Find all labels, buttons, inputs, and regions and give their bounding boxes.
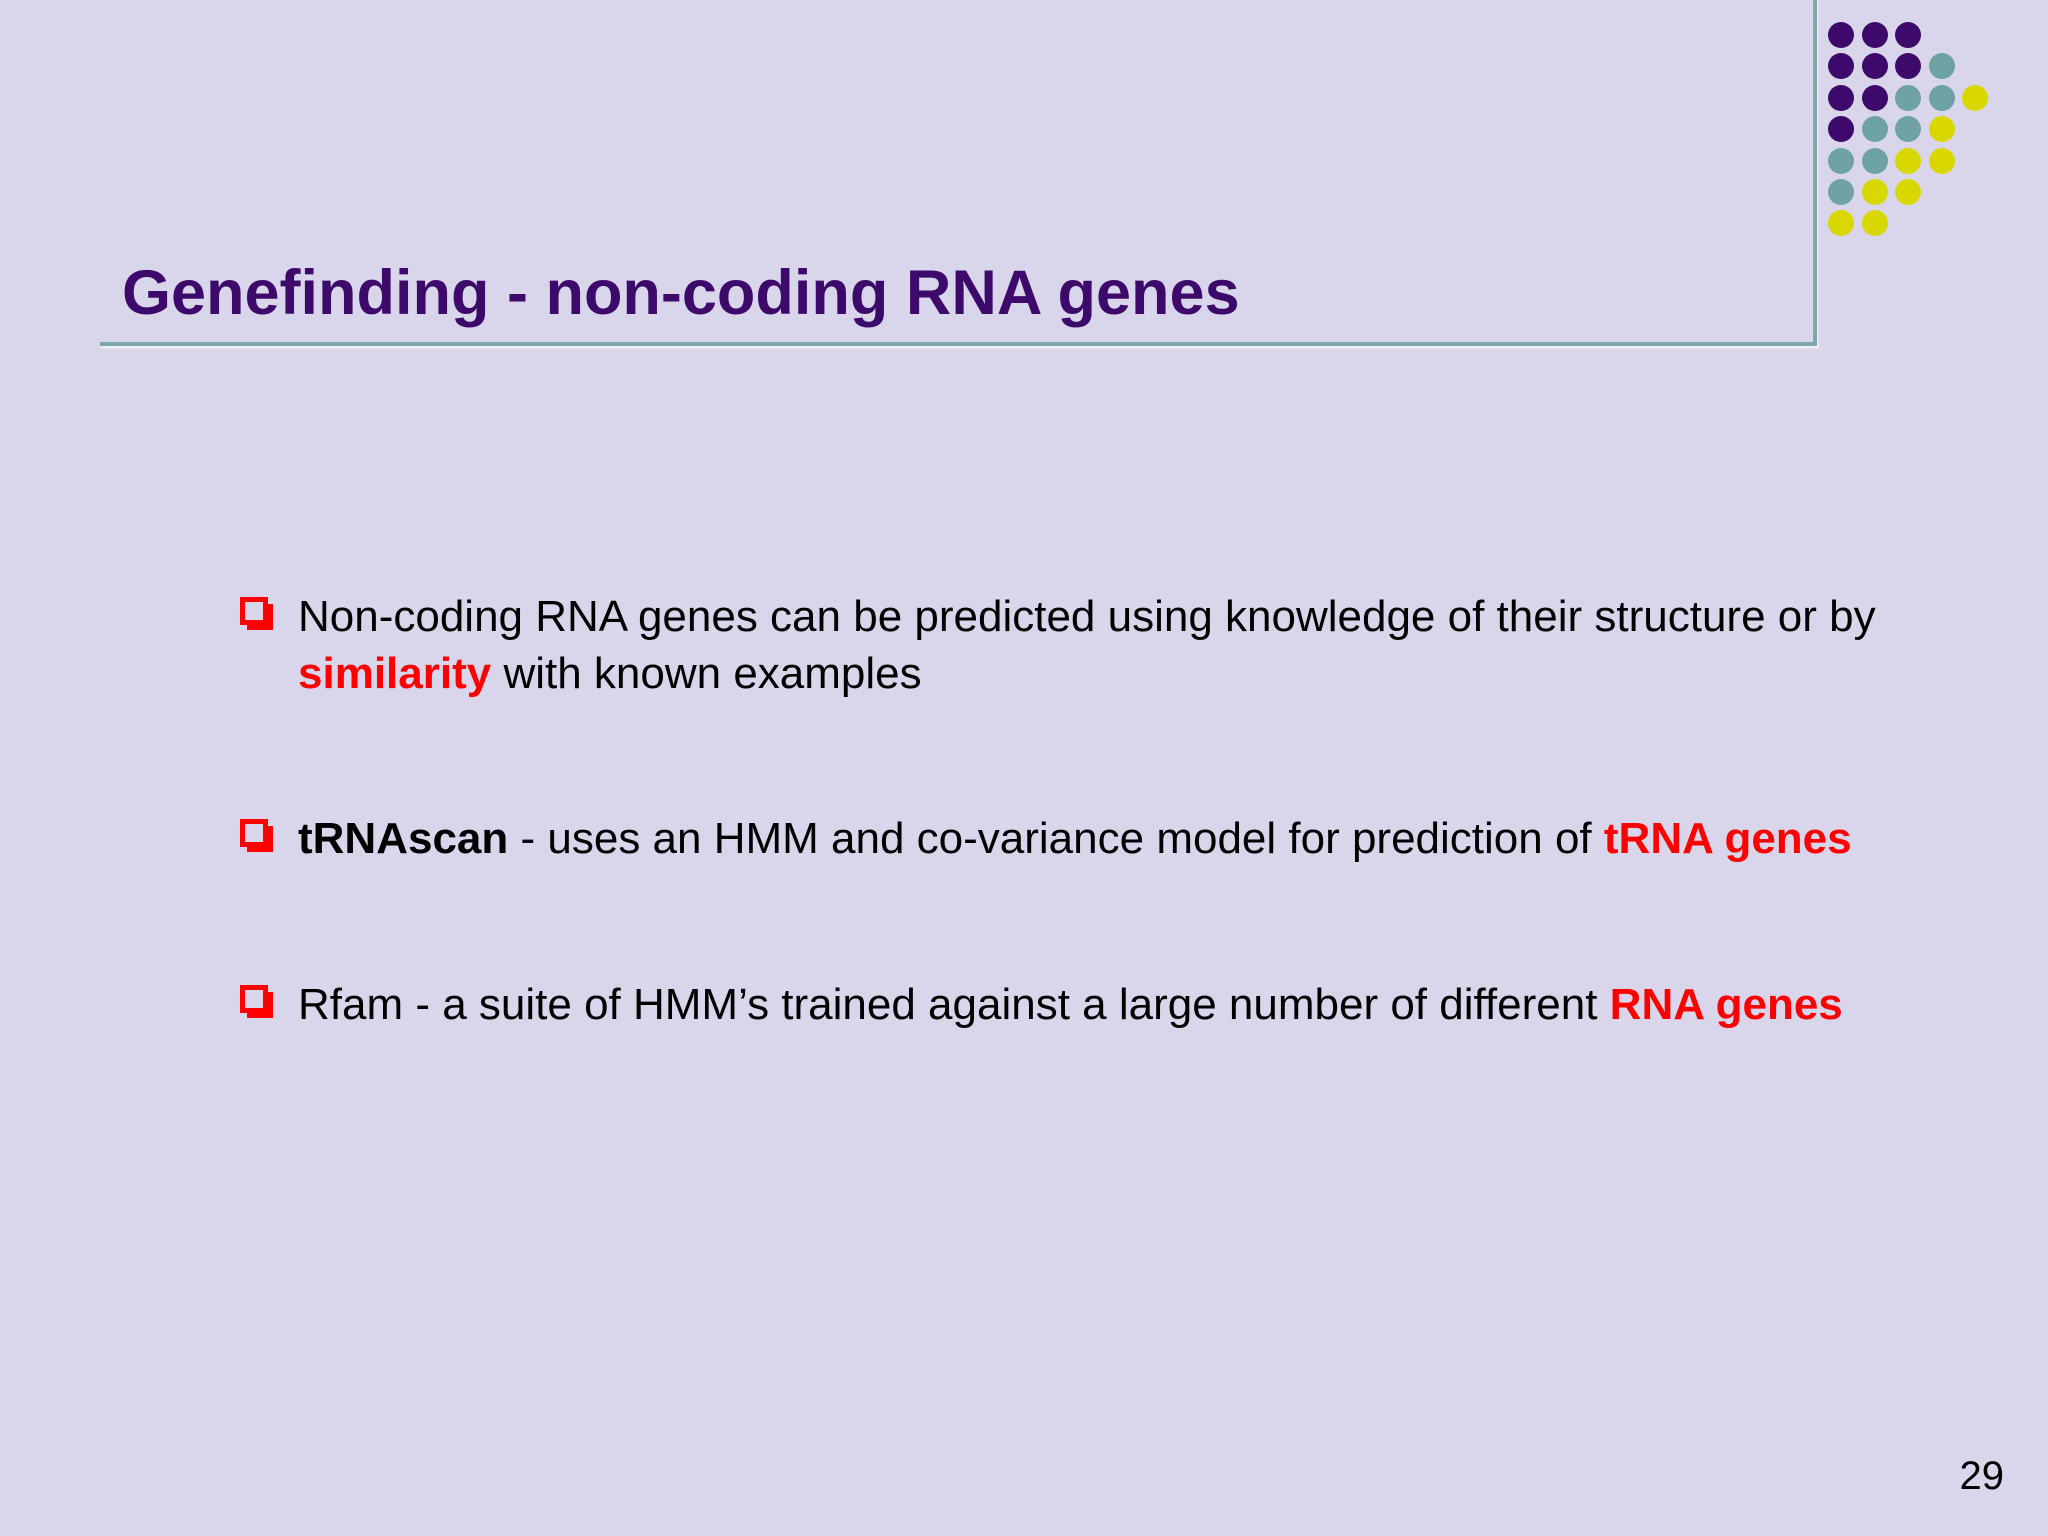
- dot-purple: [1895, 22, 1921, 48]
- page-title: Genefinding - non-coding RNA genes: [122, 258, 1240, 329]
- highlight-red-text: similarity: [298, 649, 492, 699]
- highlight-red-text: tRNA genes: [1603, 814, 1852, 864]
- bullet-square-icon: [240, 597, 268, 625]
- dot-teal: [1861, 116, 1888, 143]
- dot-grid-row: [1828, 84, 2038, 116]
- dot-blank: [1929, 179, 1955, 205]
- dot-teal: [1928, 84, 1955, 111]
- dot-grid-row: [1828, 53, 2038, 84]
- dot-grid-row: [1828, 147, 2038, 179]
- dot-teal: [1928, 53, 1955, 80]
- highlight-red-text: RNA genes: [1609, 979, 1843, 1029]
- dot-blank: [1962, 22, 1988, 48]
- dot-yellow: [1895, 147, 1921, 174]
- header-horizontal-rule: [100, 342, 1817, 346]
- plain-text: - uses an HMM and co-variance model for …: [508, 814, 1604, 864]
- dot-purple: [1828, 116, 1854, 143]
- dot-blank: [1929, 210, 1955, 236]
- dot-yellow: [1861, 210, 1888, 237]
- dot-purple: [1895, 53, 1921, 80]
- dot-yellow: [1828, 210, 1854, 237]
- dot-purple: [1861, 84, 1888, 111]
- dot-purple: [1828, 84, 1854, 111]
- dot-grid-row: [1828, 178, 2038, 210]
- dot-grid-row: [1828, 22, 2038, 53]
- dot-purple: [1861, 53, 1888, 80]
- dot-grid-decoration: [1828, 22, 2038, 242]
- bullet-rfam: Rfam - a suite of HMM’s trained against …: [240, 976, 1880, 1033]
- dot-purple: [1861, 22, 1888, 48]
- dot-teal: [1861, 147, 1888, 174]
- dot-blank: [1962, 116, 1988, 142]
- dot-teal: [1828, 178, 1854, 205]
- dot-grid-row: [1828, 116, 2038, 147]
- dot-yellow: [1928, 116, 1955, 143]
- bullet-text: Non-coding RNA genes can be predicted us…: [298, 588, 1880, 702]
- dot-teal: [1895, 116, 1921, 143]
- dot-blank: [1962, 148, 1988, 174]
- bullet-text: tRNAscan - uses an HMM and co-variance m…: [298, 810, 1880, 867]
- dot-purple: [1828, 22, 1854, 48]
- dot-teal: [1895, 84, 1921, 111]
- dot-grid-row: [1828, 210, 2038, 241]
- dot-blank: [1895, 210, 1921, 236]
- bullet-noncoding-rna: Non-coding RNA genes can be predicted us…: [240, 588, 1880, 702]
- bullet-square-icon: [240, 984, 268, 1013]
- plain-text: Non-coding RNA genes can be predicted us…: [298, 592, 1876, 641]
- bullet-list: Non-coding RNA genes can be predicted us…: [240, 588, 1880, 1033]
- header-vertical-rule: [1813, 0, 1817, 346]
- dot-purple: [1828, 53, 1854, 80]
- emphasis-bold-text: tRNAscan: [298, 814, 509, 864]
- bullet-square-icon: [240, 819, 268, 848]
- plain-text: with known examples: [491, 649, 922, 699]
- dot-blank: [1962, 53, 1988, 79]
- dot-blank: [1962, 179, 1988, 205]
- dot-yellow: [1962, 84, 1988, 111]
- dot-yellow: [1861, 178, 1888, 205]
- bullet-text: Rfam - a suite of HMM’s trained against …: [298, 976, 1880, 1033]
- dot-blank: [1929, 22, 1955, 48]
- dot-teal: [1828, 147, 1854, 174]
- page-number: 29: [1959, 1454, 2005, 1498]
- dot-blank: [1962, 210, 1988, 236]
- dot-yellow: [1928, 147, 1955, 174]
- bullet-trnascan: tRNAscan - uses an HMM and co-variance m…: [240, 810, 1880, 867]
- plain-text: Rfam - a suite of HMM’s trained against …: [298, 979, 1610, 1029]
- dot-yellow: [1895, 178, 1921, 205]
